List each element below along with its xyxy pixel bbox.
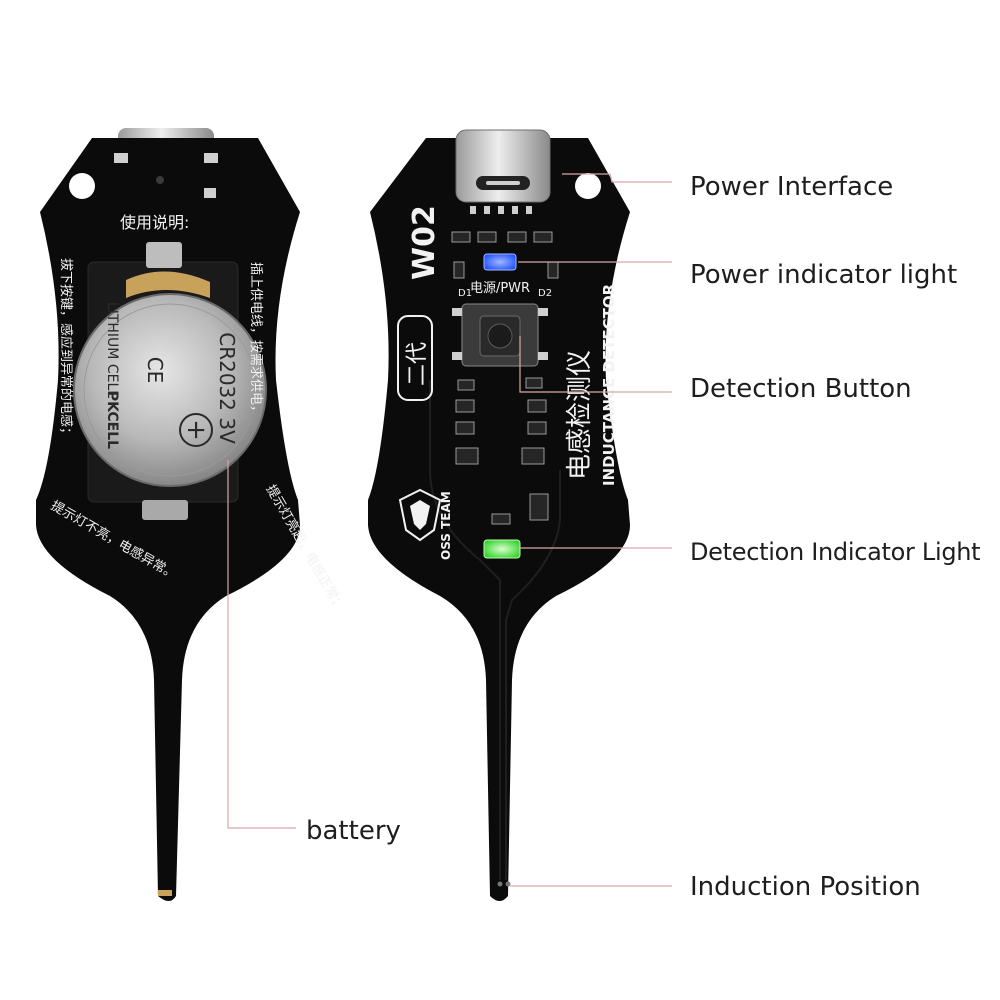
- battery-holder-clip: [146, 242, 182, 268]
- title-cn: 电感检测仪: [565, 350, 595, 480]
- detection-button-cap: [487, 323, 513, 349]
- model-label: W02: [407, 205, 442, 280]
- left-pad: [114, 153, 128, 163]
- battery-model-text: CR2032 3V: [215, 332, 239, 444]
- left-board: CR2032 3V LITHIUM CELL PKCELL + CE 使用说明:…: [36, 128, 348, 901]
- smd-cluster: [455, 377, 549, 525]
- left-via: [156, 176, 164, 184]
- left-probe-pad: [158, 890, 172, 896]
- generation-badge: [397, 315, 433, 401]
- label-induction-position: Induction Position: [690, 872, 921, 902]
- left-mount-hole: [69, 173, 95, 199]
- battery-ce-mark: CE: [143, 357, 167, 384]
- induction-tip: [497, 881, 503, 887]
- d2-label: D2: [538, 288, 552, 299]
- team-label: OSS TEAM: [439, 491, 453, 560]
- usb-c-port[interactable]: [455, 129, 551, 203]
- right-board: 电源/PWR D1 D2 W02 二代 电感检测仪 INDUCTANC: [368, 129, 630, 901]
- d1-label: D1: [458, 288, 472, 299]
- smd-row: [451, 231, 559, 279]
- power-indicator-led: [483, 253, 517, 271]
- battery-holder-tab: [142, 500, 188, 520]
- label-battery: battery: [306, 816, 401, 846]
- label-detection-indicator: Detection Indicator Light: [690, 538, 981, 566]
- usb-c-tongue: [486, 181, 520, 185]
- left-instructions-title: 使用说明:: [120, 213, 189, 232]
- label-power-interface: Power Interface: [690, 172, 894, 202]
- battery-brand-text: PKCELL: [104, 391, 120, 449]
- usb-c-pins: [470, 206, 532, 214]
- induction-tip: [505, 881, 511, 887]
- battery-recycle-icon: [179, 413, 213, 447]
- left-instructions-left: 拔下按键，感应到异常的电感；: [58, 258, 74, 440]
- battery-plus: +: [181, 419, 211, 441]
- battery-coin-inner: [83, 303, 257, 477]
- left-instructions-right: 插上供电线，按需求供电，: [248, 262, 263, 418]
- team-logo-icon: [398, 488, 442, 542]
- battery-gold-contact: [126, 271, 210, 298]
- button-legs: [452, 308, 548, 360]
- battery-type-text: LITHIUM CELL: [104, 302, 120, 398]
- title-en: INDUCTANCE DETECTOR: [600, 283, 618, 486]
- generation-label: 二代: [405, 342, 430, 386]
- detection-indicator-led: [483, 539, 521, 559]
- label-power-indicator: Power indicator light: [690, 260, 958, 290]
- callout-line-power-interface: [562, 173, 672, 183]
- right-mount-hole: [575, 173, 601, 199]
- left-pad: [204, 153, 218, 163]
- callout-lines: [227, 173, 672, 887]
- label-detection-button: Detection Button: [690, 374, 912, 404]
- battery-coin-cell: [73, 293, 267, 487]
- pwr-label: 电源/PWR: [470, 281, 530, 296]
- callout-line-detection-button: [519, 336, 672, 393]
- callout-line-battery: [227, 460, 296, 829]
- left-pad: [204, 188, 216, 198]
- pcb-trace: [505, 470, 561, 880]
- pcb-trace: [429, 380, 501, 880]
